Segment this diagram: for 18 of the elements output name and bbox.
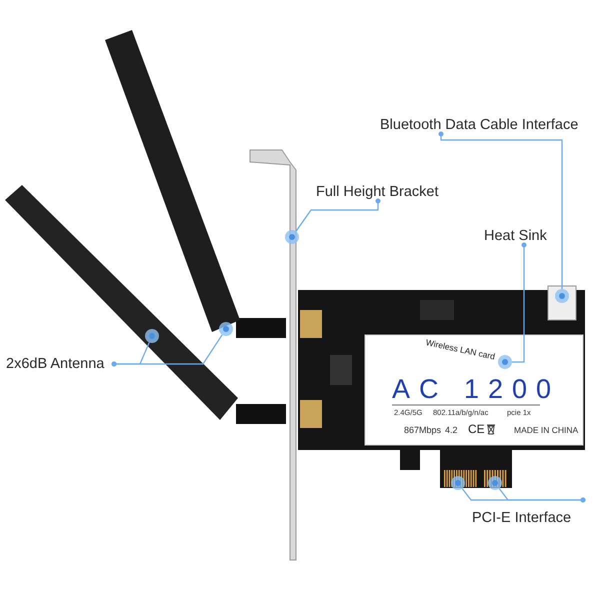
leader-line (296, 198, 380, 232)
callout-point (285, 230, 299, 244)
leader-line (438, 132, 563, 289)
callout-label: Full Height Bracket (316, 183, 438, 201)
callout-label: PCI-E Interface (472, 509, 572, 527)
callout-label: Bluetooth Data Cable Interface (380, 116, 578, 134)
card-text: Wireless LAN card (425, 338, 496, 362)
leader-line (112, 334, 223, 366)
leader-line (498, 488, 586, 502)
callout-point (219, 322, 233, 336)
leader-line (512, 242, 526, 363)
callout-label: Heat Sink (484, 227, 547, 245)
callout-label: 2x6dB Antenna (6, 355, 104, 373)
card-text: AC 1200 (392, 376, 560, 403)
card-text: 867Mbps (404, 426, 442, 435)
card-text: MADE IN CHINA (514, 426, 578, 434)
card-text: CE (468, 423, 485, 435)
card-text: 4.2 (445, 426, 458, 435)
